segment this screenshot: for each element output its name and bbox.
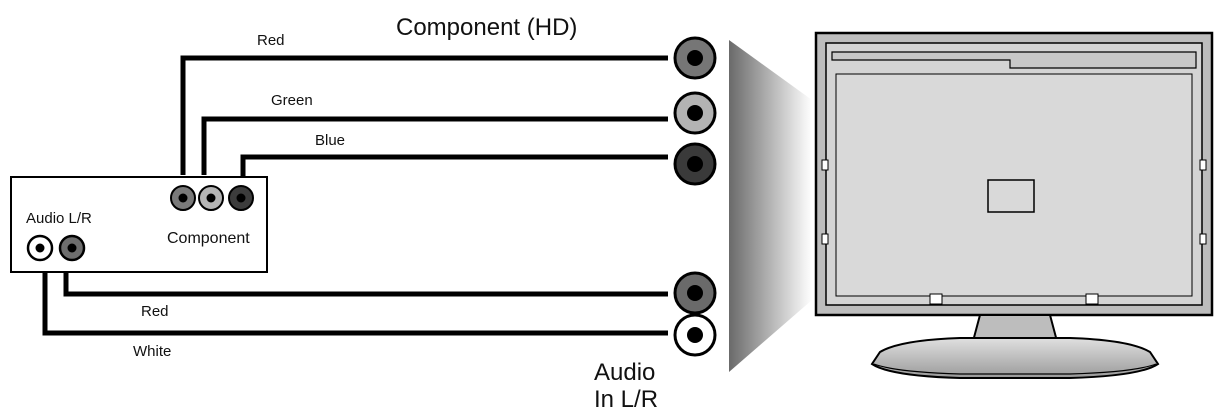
tv-jack-green (673, 91, 717, 135)
tv-jack-red (673, 36, 717, 80)
cable-label-red-bottom: Red (141, 303, 169, 320)
tv-back-label (987, 179, 1035, 213)
projection-fan (729, 40, 812, 372)
cable-label-green: Green (271, 92, 313, 109)
cable-red-video (180, 55, 668, 175)
cable-blue-video (240, 154, 668, 177)
cable-green-video (201, 116, 668, 175)
source-audio-label: Audio L/R (26, 210, 92, 227)
tv-side-clip-right-top (1199, 159, 1207, 171)
diagram-title: Component (HD) (396, 14, 578, 41)
source-jack-red (170, 185, 196, 211)
cable-label-blue: Blue (315, 132, 346, 149)
tv-bottom-clip-right (1085, 293, 1099, 305)
cable-label-white: White (133, 343, 172, 360)
source-jack-green (198, 185, 224, 211)
tv-bottom-clip-left (929, 293, 943, 305)
cable-white-audio (42, 258, 668, 336)
television (814, 31, 1214, 379)
source-component-jacks (170, 185, 254, 211)
tv-jack-red-audio (673, 271, 717, 315)
tv-top-ridge (831, 51, 1197, 69)
tv-jack-white-audio (673, 313, 717, 357)
tv-side-clip-right-bottom (1199, 233, 1207, 245)
source-device-box (10, 176, 268, 273)
source-jack-white (26, 234, 54, 262)
tv-side-clip-left-top (821, 159, 829, 171)
cable-label-red-top: Red (257, 32, 285, 49)
source-audio-jacks (26, 234, 86, 262)
tv-jack-blue (673, 142, 717, 186)
tv-stand-base-edge (873, 363, 1157, 375)
tv-stand-base (870, 337, 1160, 379)
source-component-label: Component (167, 230, 250, 247)
source-jack-blue (228, 185, 254, 211)
tv-jacks (673, 36, 717, 357)
source-jack-red-audio (58, 234, 86, 262)
tv-audio-in-label: Audio In L/R (594, 359, 659, 413)
tv-side-clip-left-bottom (821, 233, 829, 245)
